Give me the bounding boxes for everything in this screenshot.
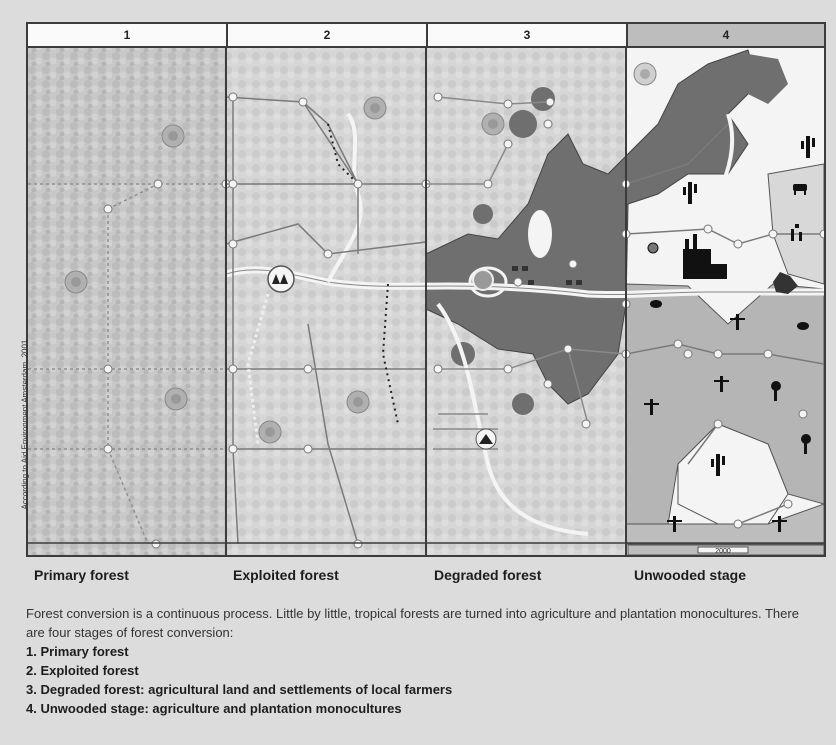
bean-icon <box>650 300 662 308</box>
village-icon <box>258 420 282 444</box>
main-road-edge <box>225 269 824 296</box>
panel-dividers <box>225 24 627 555</box>
description: Forest conversion is a continuous proces… <box>26 604 816 718</box>
stage-header-1: 1 <box>28 24 228 48</box>
clearing-patch <box>509 110 537 138</box>
village-icon <box>161 124 185 148</box>
scale-label: 2000 <box>715 548 731 555</box>
panel-4-nodes <box>621 179 824 529</box>
bean-icon <box>797 322 809 330</box>
cactus-icon <box>711 454 725 476</box>
clearing-patch <box>512 393 534 415</box>
stage-list-item: 2. Exploited forest <box>26 663 139 678</box>
stage-header-4: 4 <box>628 24 824 48</box>
source-credit: According to Aid Environment Amsterdam, … <box>20 339 30 510</box>
lake <box>528 210 552 258</box>
village-icon <box>481 112 505 136</box>
stage-label-3: Degraded forest <box>434 567 542 583</box>
logging-track <box>246 293 270 445</box>
stage-list-item: 1. Primary forest <box>26 644 129 659</box>
clearing-patch <box>748 54 788 104</box>
tree-icon <box>772 516 787 532</box>
village-icon <box>363 96 387 120</box>
tree-icon <box>644 399 659 415</box>
bottom-field <box>625 503 824 545</box>
panel-1-trails <box>28 183 226 545</box>
river <box>716 113 735 195</box>
plantation-icon <box>791 224 802 241</box>
panel-2-forest <box>226 46 426 555</box>
village-icon <box>64 270 88 294</box>
stage-label-2: Exploited forest <box>233 567 339 583</box>
open-field <box>677 423 789 525</box>
cactus-icon <box>683 182 697 204</box>
tree-icon <box>730 314 745 330</box>
stage-list-item: 4. Unwooded stage: agriculture and plant… <box>26 701 402 716</box>
stage-list-item: 3. Degraded forest: agricultural land an… <box>26 682 453 697</box>
palm-icon <box>801 434 811 454</box>
description-intro: Forest conversion is a continuous proces… <box>26 606 799 640</box>
panel-1-forest <box>28 46 226 555</box>
diagram-canvas: 2000 <box>28 24 824 555</box>
tree-icon <box>714 376 729 392</box>
river <box>436 302 589 536</box>
clearing-patch <box>473 204 493 224</box>
stage-list: 1. Primary forest 2. Exploited forest 3.… <box>26 642 816 718</box>
cow-icon <box>793 184 807 195</box>
logging-camp-icon <box>267 265 295 293</box>
forest-conversion-diagram: 2000 1 2 3 4 <box>26 22 826 557</box>
palm-icon <box>771 381 781 401</box>
farm-hut-icon <box>475 428 497 450</box>
settlement-icon <box>472 269 494 291</box>
factory-icon <box>683 234 727 279</box>
silo-icon <box>647 242 659 254</box>
houses-icon <box>512 266 582 285</box>
cleared-area <box>425 49 759 405</box>
village-icon <box>633 62 657 86</box>
stage-label-4: Unwooded stage <box>634 567 747 583</box>
scale-bar: 2000 <box>627 544 824 555</box>
village-icon <box>164 387 188 411</box>
stage-header-2: 2 <box>228 24 428 48</box>
logging-track <box>327 123 359 185</box>
livestock-icon <box>773 272 798 294</box>
stage-label-1: Primary forest <box>34 567 129 583</box>
village-icon <box>346 390 370 414</box>
panel-2-roads <box>225 96 427 545</box>
tree-icon <box>667 516 682 532</box>
settlement-ring <box>468 266 508 298</box>
panel-3-nodes <box>433 92 631 429</box>
cactus-icon <box>801 136 815 158</box>
panel-2-nodes <box>228 92 431 549</box>
stage-header-3: 3 <box>428 24 628 48</box>
